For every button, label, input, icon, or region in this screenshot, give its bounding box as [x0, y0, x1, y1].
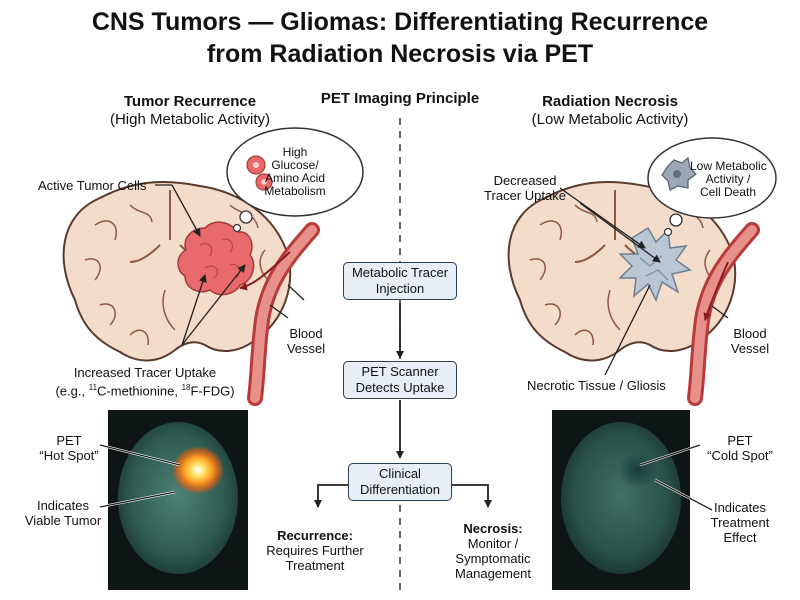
right-blood-vessel	[687, 222, 760, 406]
decreased-uptake-label: Decreased Tracer Uptake	[484, 173, 566, 203]
step-pet-scanner: PET Scanner Detects Uptake	[343, 361, 457, 399]
hot-spot-label: PET “Hot Spot”	[39, 433, 99, 463]
tumor-mass	[177, 221, 255, 296]
step-tracer-injection: Metabolic Tracer Injection	[343, 262, 457, 300]
left-bubble-text: High Glucose/ Amino Acid Metabolism	[264, 145, 326, 198]
right-thought-bubble	[647, 137, 777, 237]
cold-spot	[618, 452, 658, 488]
step-clinical-differentiation: Clinical Differentiation	[348, 463, 452, 501]
left-vessel-label: Blood Vessel	[286, 326, 326, 356]
left-blood-vessel	[239, 222, 320, 406]
necrosis-outcome: Necrosis: Monitor / Symptomatic Manageme…	[455, 521, 531, 581]
left-thought-bubble	[226, 127, 364, 233]
page-title-line1: CNS Tumors — Gliomas: Differentiating Re…	[91, 8, 709, 36]
left-subheading: (High Metabolic Activity)	[109, 111, 271, 128]
flow-arrow-recurrence	[314, 484, 348, 508]
right-subheading: (Low Metabolic Activity)	[531, 111, 689, 128]
viable-tumor-label: Indicates Viable Tumor	[24, 498, 102, 528]
right-vessel-label: Blood Vessel	[730, 326, 770, 356]
recurrence-outcome: Recurrence: Requires Further Treatment	[266, 528, 364, 573]
necrotic-tissue-label: Necrotic Tissue / Gliosis	[527, 378, 666, 393]
increased-uptake-label: Increased Tracer Uptake (e.g., 11C-methi…	[55, 365, 235, 399]
right-pet-scan	[552, 410, 690, 590]
left-heading: Tumor Recurrence	[123, 93, 257, 110]
flow-arrow-necrosis	[452, 484, 492, 508]
page-title-line2: from Radiation Necrosis via PET	[206, 40, 594, 68]
right-brain-body	[507, 181, 737, 362]
center-heading: PET Imaging Principle	[320, 90, 480, 107]
cold-spot-label: PET “Cold Spot”	[707, 433, 773, 463]
hot-spot	[172, 446, 224, 494]
right-bubble-text: Low Metabolic Activity / Cell Death	[690, 159, 767, 199]
right-heading: Radiation Necrosis	[542, 93, 678, 110]
right-brain-illustration	[507, 181, 737, 362]
treatment-effect-label: Indicates Treatment Effect	[710, 500, 770, 545]
active-cells-label: Active Tumor Cells	[38, 178, 147, 193]
